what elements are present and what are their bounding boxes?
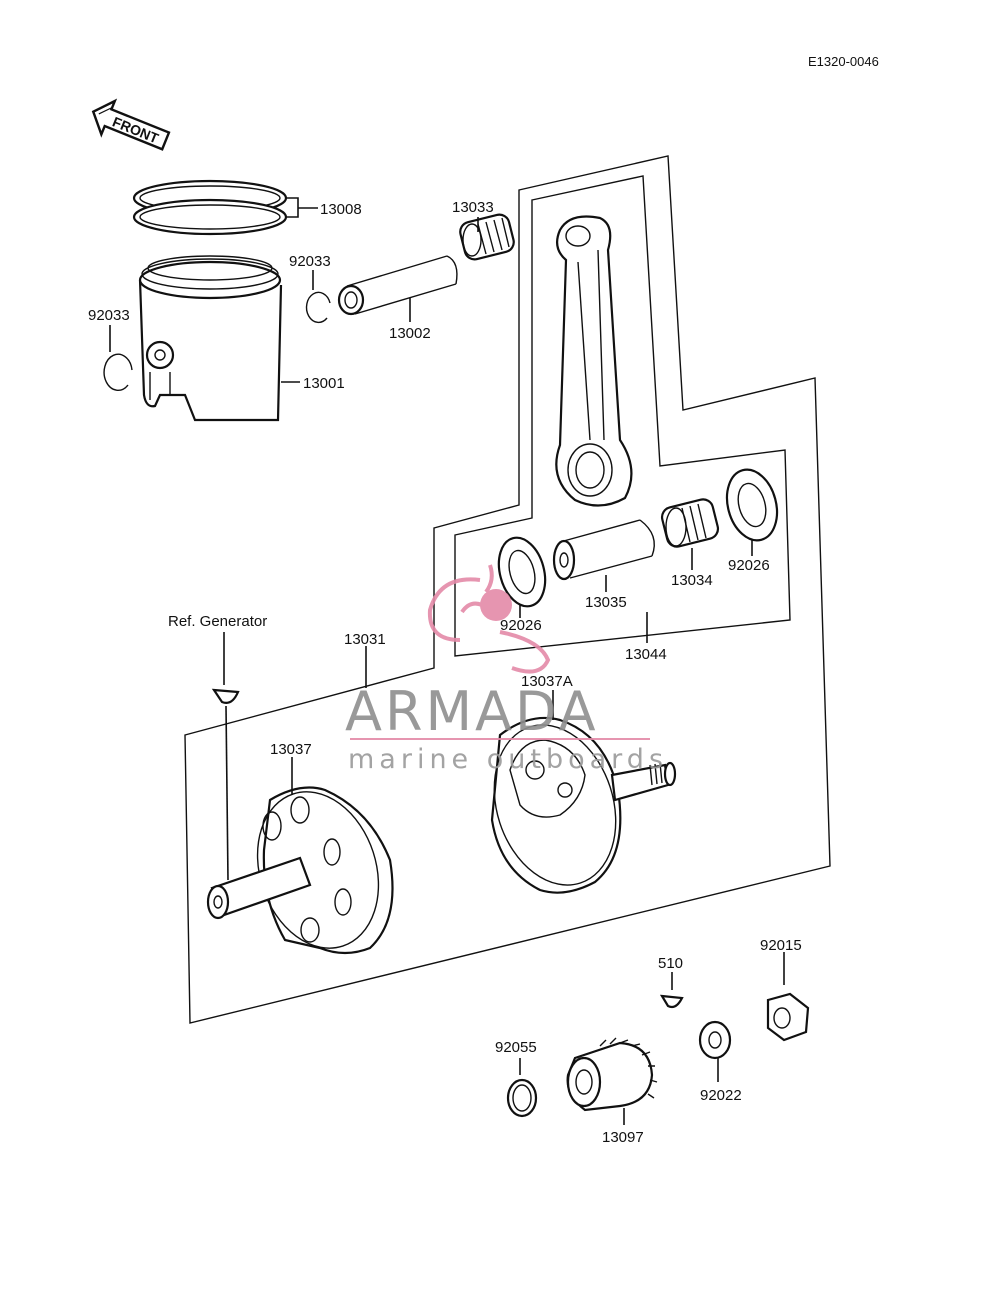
woodruff-key-pinion: [659, 994, 684, 1009]
thrust-washer-left: [497, 536, 547, 608]
piston-pin-clip-left: [103, 353, 133, 391]
watermark-brand: ARMADA: [345, 680, 599, 743]
label-13037A: 13037A: [521, 673, 573, 690]
thrust-washer-right: [725, 468, 779, 542]
label-13035: 13035: [585, 594, 627, 611]
big-end-needle-bearing: [660, 498, 720, 548]
crankshaft-nut: [766, 992, 810, 1042]
label-13031: 13031: [344, 631, 386, 648]
o-ring: [506, 1078, 538, 1118]
ref-generator-label: Ref. Generator: [168, 613, 267, 630]
label-13002: 13002: [389, 325, 431, 342]
label-13034: 13034: [671, 572, 713, 589]
armada-watermark: ARMADA marine outboards: [345, 564, 668, 775]
piston: [138, 255, 283, 422]
armada-logo-icon: [427, 564, 551, 674]
piston-pin-clip-right: [305, 291, 331, 324]
watermark-accent-line: [350, 738, 650, 740]
label-510: 510: [658, 955, 683, 972]
label-13008: 13008: [320, 201, 362, 218]
pinion-washer: [698, 1020, 732, 1060]
diagram-code: E1320-0046: [808, 54, 879, 69]
label-92033-left: 92033: [88, 307, 130, 324]
crankshaft-assembly-outline: [184, 155, 831, 1024]
label-13044: 13044: [625, 646, 667, 663]
drive-pinion-gear: [566, 1037, 658, 1112]
label-92022: 92022: [700, 1087, 742, 1104]
label-92026-right: 92026: [728, 557, 770, 574]
label-92055: 92055: [495, 1039, 537, 1056]
woodruff-key-generator: [211, 688, 240, 704]
label-13037: 13037: [270, 741, 312, 758]
label-92015: 92015: [760, 937, 802, 954]
label-13097: 13097: [602, 1129, 644, 1146]
right-crankshaft-half: [490, 716, 677, 894]
connecting-rod-group-outline: [454, 175, 791, 657]
piston-pin: [337, 255, 458, 316]
label-92026-left: 92026: [500, 617, 542, 634]
label-92033-right: 92033: [289, 253, 331, 270]
small-end-needle-bearing: [459, 213, 515, 261]
label-13033: 13033: [452, 199, 494, 216]
crankpin: [552, 519, 655, 581]
label-13001: 13001: [303, 375, 345, 392]
piston-rings: [132, 179, 288, 236]
watermark-tagline: marine outboards: [348, 744, 668, 775]
connecting-rod: [555, 215, 633, 507]
front-arrow-icon: FRONT: [91, 98, 171, 151]
left-crankshaft-half: [206, 786, 394, 955]
